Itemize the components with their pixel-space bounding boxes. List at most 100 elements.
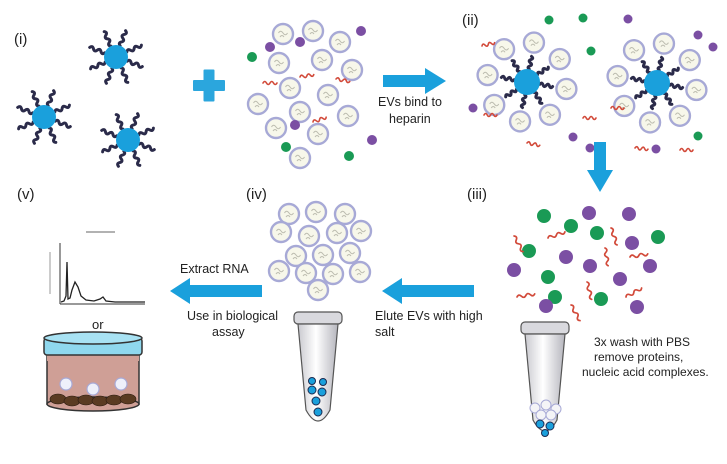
extracellular-vesicle	[271, 22, 295, 46]
extracellular-vesicle	[267, 259, 291, 283]
beads-in-tube	[535, 419, 555, 437]
extracellular-vesicle	[311, 243, 335, 267]
protein	[295, 37, 305, 47]
heparin-chain	[101, 143, 119, 154]
heparin-chain	[668, 82, 685, 91]
protein	[468, 103, 478, 113]
protein	[522, 244, 536, 258]
extracellular-vesicle	[476, 63, 499, 87]
arrow-extract	[170, 278, 262, 304]
heparin-chain	[88, 45, 107, 56]
step-label-i: (i)	[14, 31, 27, 48]
heparin-chain	[47, 126, 58, 144]
extracellular-vesicle	[288, 146, 312, 170]
extracellular-vesicle	[267, 51, 291, 75]
protein	[590, 226, 604, 240]
nucleic-acid	[625, 287, 643, 298]
extracellular-vesicle	[613, 94, 636, 118]
nucleic-acid	[586, 281, 593, 301]
extracellular-vesicle	[310, 48, 334, 72]
protein	[693, 30, 703, 40]
extracellular-vesicle	[555, 77, 578, 101]
heparin-chain	[114, 113, 125, 131]
nucleic-acid	[582, 115, 597, 121]
extracellular-vesicle	[685, 78, 708, 102]
heparin-chain	[526, 54, 535, 71]
extracellular-vesicle	[246, 92, 270, 116]
extracellular-vesicle	[522, 31, 546, 54]
nucleic-acid	[570, 304, 581, 322]
rna-trace	[60, 261, 145, 303]
heparin-chain	[45, 89, 56, 108]
protein	[564, 219, 578, 233]
extracellular-vesicle	[538, 103, 562, 126]
step-label-iv: (iv)	[246, 186, 267, 203]
nucleic-acid	[629, 252, 649, 259]
nucleic-acid	[610, 227, 619, 246]
heparin-chain	[640, 60, 652, 74]
extracellular-vesicle	[304, 200, 328, 224]
heparin-bead	[16, 89, 72, 145]
ev-in-dish	[59, 377, 128, 396]
arrow-elute	[382, 278, 474, 304]
protein	[290, 120, 300, 130]
protein	[622, 207, 636, 221]
or-label: or	[92, 317, 104, 332]
bead-core	[514, 69, 540, 95]
nucleic-acid	[262, 80, 278, 86]
protein	[643, 259, 657, 273]
protein	[568, 132, 578, 142]
heparin-chain	[499, 74, 516, 83]
extracellular-vesicle	[297, 224, 321, 248]
ev-protein-mixture	[246, 19, 377, 170]
extracellular-vesicle	[638, 111, 662, 134]
heparin-chain	[137, 126, 155, 137]
nucleic-acid	[481, 41, 496, 48]
rna-electropherogram-thumbnail	[49, 231, 145, 305]
heparin-chain	[131, 149, 142, 167]
washed-contaminants-panel-iii	[507, 206, 665, 322]
nucleic-acid	[547, 230, 566, 239]
bead-with-bound-evs	[476, 31, 578, 133]
protein	[586, 46, 596, 56]
extracellular-vesicle	[321, 262, 345, 286]
heparin-chain	[119, 66, 130, 84]
protein	[583, 259, 597, 273]
extracellular-vesicle	[606, 64, 629, 88]
extracellular-vesicle	[269, 220, 293, 244]
heparin-chain	[53, 103, 71, 114]
protein	[541, 270, 555, 284]
protein	[344, 151, 354, 161]
nucleic-acid	[483, 112, 498, 118]
cell-culture-dish	[43, 331, 143, 412]
nucleic-acid	[513, 235, 524, 253]
protein	[613, 272, 627, 286]
step-label-iii: (iii)	[467, 186, 487, 203]
heparin-chain	[519, 93, 528, 110]
protein	[625, 236, 639, 250]
extracellular-vesicle	[508, 110, 532, 133]
protein	[548, 290, 562, 304]
heparin-chain	[137, 141, 156, 152]
extracellular-vesicle	[622, 39, 646, 62]
extracellular-vesicle	[277, 202, 301, 226]
step-label-ii: (ii)	[462, 12, 479, 29]
eluted-evs-panel-iv	[267, 200, 373, 302]
bind-label-line1: EVs bind to	[378, 95, 442, 109]
extracellular-vesicle	[340, 58, 364, 82]
protein	[247, 52, 257, 62]
extracellular-vesicle	[294, 261, 318, 285]
extracellular-vesicle	[668, 104, 692, 127]
heparin-chain	[649, 94, 658, 111]
extracellular-vesicle	[288, 100, 312, 124]
heparin-chain	[510, 59, 522, 73]
protein	[582, 206, 596, 220]
heparin-chain	[102, 30, 113, 48]
nucleic-acid	[516, 292, 536, 299]
plus-icon	[193, 69, 225, 102]
extracellular-vesicle	[301, 19, 325, 43]
bead-with-bound-evs	[606, 32, 708, 134]
protein	[367, 135, 377, 145]
extracellular-vesicle	[325, 221, 349, 245]
protein	[630, 300, 644, 314]
